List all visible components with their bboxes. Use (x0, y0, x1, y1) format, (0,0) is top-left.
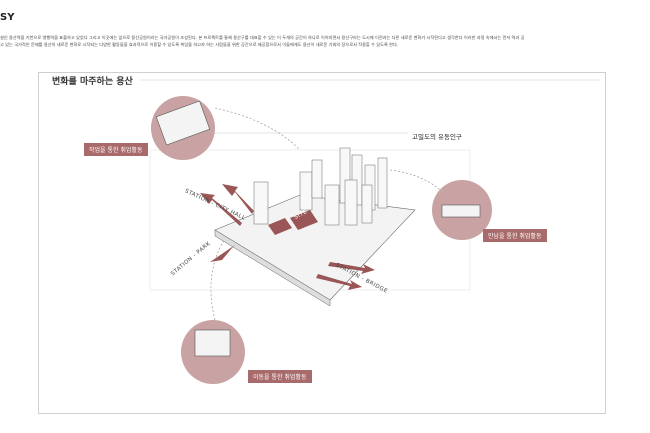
section-heading: SY (0, 12, 15, 23)
intro-line-1: 설인 용산역을 기반으로 명행력을 표출하고 있었다 그리고 이곳에는 앞으로 … (0, 35, 525, 40)
meeting-vignette (432, 180, 492, 240)
activity-tag-work: 작업을 통한 취업활동 (84, 143, 148, 156)
intro-line-2: 고 있는 국가적인 문제를 용산의 새로운 변화로 시작되는 다양한 활동들을 … (0, 42, 399, 47)
activity-tag-meeting: 만남을 통한 취업활동 (483, 229, 547, 242)
transit-vignette (181, 320, 245, 384)
activity-tag-transit: 이동을 통한 취업활동 (248, 370, 312, 383)
diagram-title: 변화를 마주하는 용산 (48, 74, 137, 87)
site-model (200, 147, 416, 307)
density-label: 고밀도의 유동인구 (412, 133, 462, 141)
diagram-frame (38, 72, 606, 414)
work-vignette (151, 96, 215, 160)
